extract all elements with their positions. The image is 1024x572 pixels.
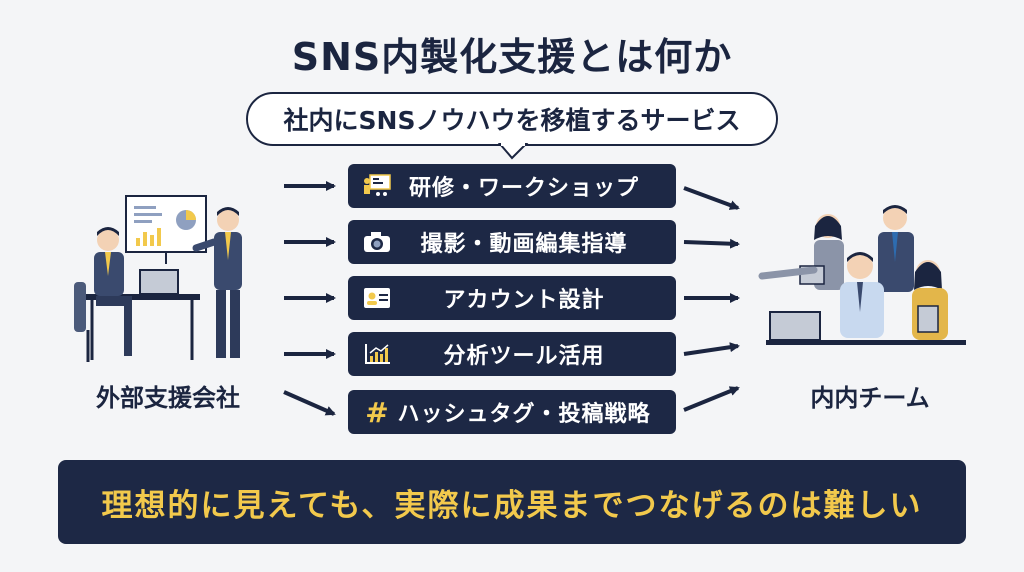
service-label: アカウント設計 xyxy=(443,288,605,313)
service-workshop: 研修・ワークショップ xyxy=(348,164,676,208)
service-account: アカウント設計 xyxy=(348,276,676,320)
subtitle-bubble: 社内にSNSノウハウを移植するサービス xyxy=(246,92,778,146)
service-label: ハッシュタグ・投稿戦略 xyxy=(397,402,651,427)
internal-team-label: 内内チーム xyxy=(810,384,930,412)
page-title: SNS内製化支援とは何か xyxy=(291,35,733,79)
conclusion-banner: 理想的に見えても、実際に成果までつなげるのは難しい xyxy=(58,460,966,544)
external-company-label: 外部支援会社 xyxy=(96,384,240,412)
arrow-right-1 xyxy=(683,186,740,210)
bar-chart-icon xyxy=(360,340,394,368)
service-label: 撮影・動画編集指導 xyxy=(420,232,628,257)
service-label: 分析ツール活用 xyxy=(443,344,605,369)
presentation-icon xyxy=(360,172,394,200)
service-filming: 撮影・動画編集指導 xyxy=(348,220,676,264)
profile-card-icon xyxy=(360,284,394,312)
subtitle-text: 社内にSNSノウハウを移植するサービス xyxy=(283,106,741,135)
conclusion-text: 理想的に見えても、実際に成果までつなげるのは難しい xyxy=(101,487,923,524)
service-analytics: 分析ツール活用 xyxy=(348,332,676,376)
service-label: 研修・ワークショップ xyxy=(408,176,639,201)
arrow-right-2 xyxy=(683,238,740,249)
service-hashtag: # ハッシュタグ・投稿戦略 xyxy=(348,390,676,434)
arrow-right-5 xyxy=(683,386,740,412)
arrow-right-4 xyxy=(683,342,740,356)
arrow-left-5 xyxy=(283,390,336,416)
camera-icon xyxy=(360,228,394,256)
hashtag-icon: # xyxy=(365,395,389,429)
